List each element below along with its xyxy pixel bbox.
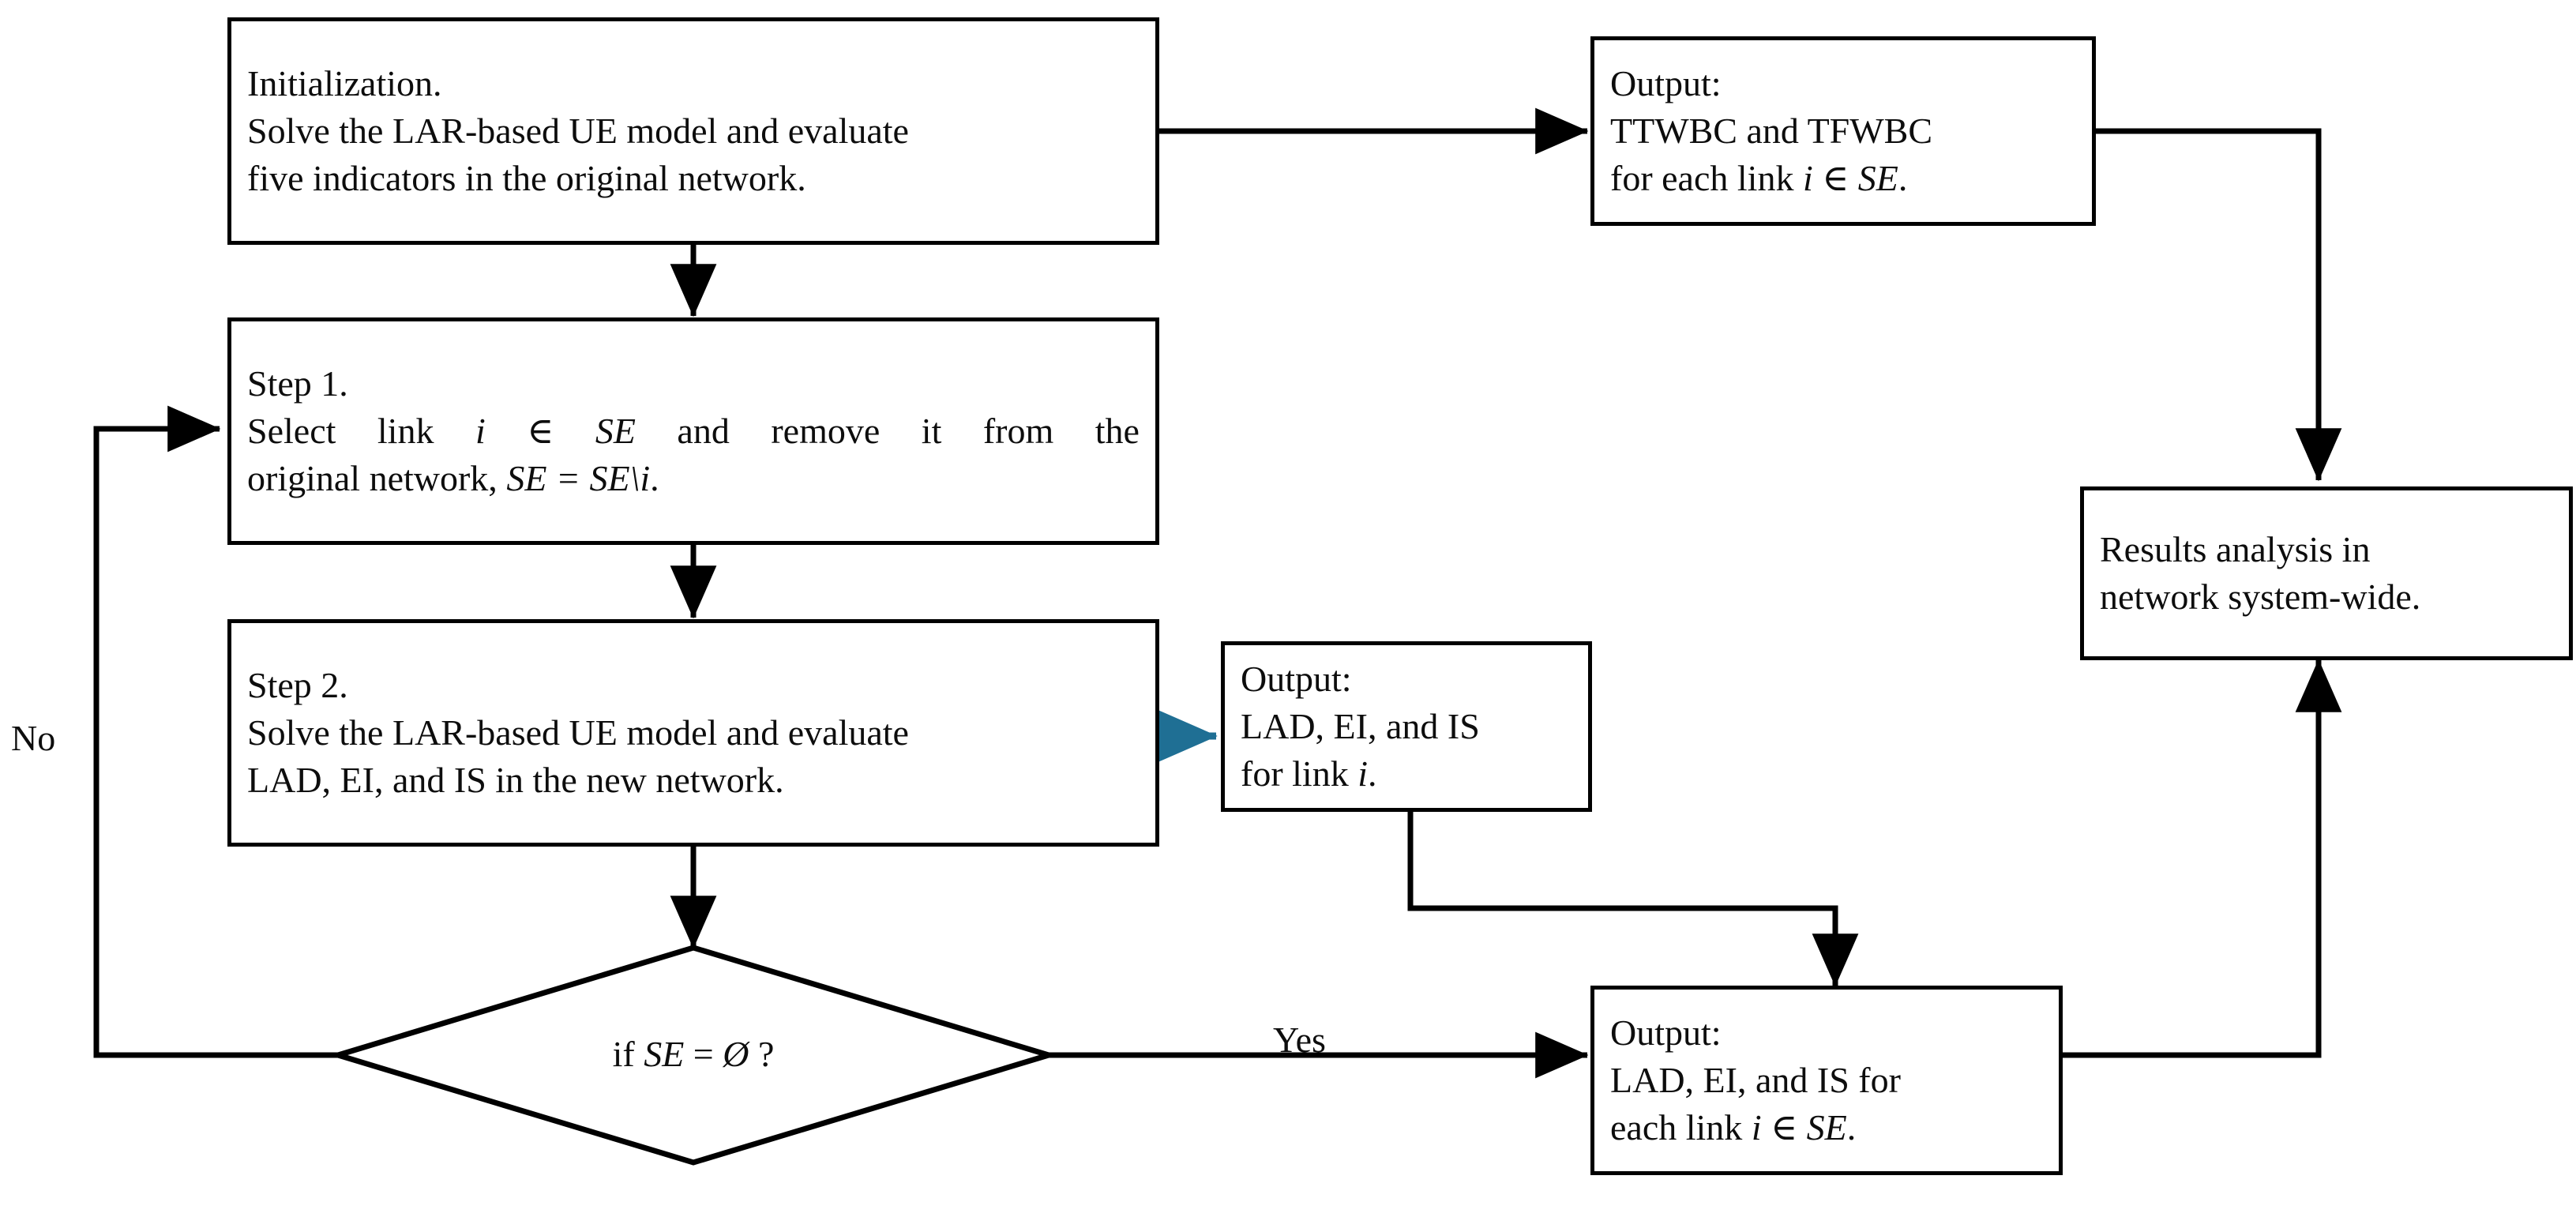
step1-l3-expr: SE = SE\i	[506, 457, 651, 498]
step1-l2-var-se: SE	[595, 411, 636, 452]
initialization-line-1: Initialization.	[247, 63, 442, 104]
output-each-link-l3-mid: ∈	[1761, 1106, 1807, 1147]
output-ttwbc-line-1: Output:	[1610, 63, 1722, 104]
initialization-line-3: five indicators in the original network.	[247, 157, 806, 198]
step2-line-2: Solve the LAR-based UE model and evaluat…	[247, 712, 909, 753]
node-output-ttwbc[interactable]: Output: TTWBC and TFWBC for each link i …	[1590, 36, 2096, 226]
output-each-link-line-2: LAD, EI, and IS for	[1610, 1060, 1901, 1101]
output-link-i-l3-var-i: i	[1357, 753, 1368, 794]
output-link-i-l3-post: .	[1367, 753, 1377, 794]
step1-line-1: Step 1.	[247, 363, 348, 404]
output-link-i-line-3: for link i.	[1225, 750, 1588, 798]
step1-l2-post: and remove it from the	[635, 411, 1140, 452]
output-ttwbc-l3-pre: for each link	[1610, 157, 1803, 198]
node-results-analysis[interactable]: Results analysis in network system-wide.	[2080, 486, 2573, 660]
output-each-link-l3-post: .	[1846, 1106, 1857, 1147]
output-ttwbc-line-3: for each link i ∈ SE.	[1594, 155, 2092, 202]
node-initialization[interactable]: Initialization. Solve the LAR-based UE m…	[227, 17, 1159, 245]
edge-output-ttwbc-to-results	[2096, 128, 2342, 482]
step1-l3-pre: original network,	[247, 457, 507, 498]
edge-label-yes: Yes	[1273, 1020, 1326, 1060]
output-each-link-l3-var-se: SE	[1806, 1106, 1847, 1147]
step2-line-1: Step 2.	[247, 665, 348, 706]
output-each-link-line-1: Output:	[1610, 1012, 1722, 1054]
initialization-line-2: Solve the LAR-based UE model and evaluat…	[247, 111, 909, 152]
step1-l2-var-i: i	[475, 411, 486, 452]
step1-l2-pre: Select link	[247, 411, 475, 452]
edge-output-link-i-to-output-each-link	[1407, 812, 1859, 987]
results-analysis-line-2: network system-wide.	[2100, 577, 2421, 617]
node-step2[interactable]: Step 2. Solve the LAR-based UE model and…	[227, 619, 1159, 847]
node-output-each-link[interactable]: Output: LAD, EI, and IS for each link i …	[1590, 986, 2063, 1175]
output-ttwbc-l3-mid: ∈	[1812, 157, 1858, 198]
step2-line-3: LAD, EI, and IS in the new network.	[247, 759, 784, 800]
output-each-link-l3-var-i: i	[1751, 1106, 1762, 1147]
decision-label-var-se: SE	[644, 1034, 685, 1074]
edge-decision-no-to-step1	[93, 405, 338, 1058]
output-link-i-line-1: Output:	[1241, 659, 1352, 700]
output-each-link-line-3: each link i ∈ SE.	[1594, 1104, 2059, 1151]
edge-label-no: No	[11, 718, 56, 758]
output-ttwbc-l3-var-se: SE	[1857, 157, 1898, 198]
results-analysis-line-1: Results analysis in	[2100, 529, 2371, 570]
decision-label-mid: =	[684, 1034, 723, 1074]
decision-diamond	[328, 945, 1059, 1166]
decision-label-post: ?	[749, 1034, 775, 1074]
output-link-i-line-2: LAD, EI, and IS	[1241, 706, 1480, 747]
step1-l3-post: .	[650, 457, 659, 498]
step1-l2-mid: ∈	[485, 411, 595, 452]
output-ttwbc-l3-var-i: i	[1802, 157, 1813, 198]
node-step1[interactable]: Step 1. Select link i ∈ SE and remove it…	[227, 317, 1159, 545]
output-ttwbc-l3-post: .	[1898, 157, 1908, 198]
output-ttwbc-line-2: TTWBC and TFWBC	[1610, 111, 1933, 152]
output-link-i-l3-pre: for link	[1241, 753, 1358, 794]
decision-label-pre: if	[612, 1034, 644, 1074]
node-output-link-i[interactable]: Output: LAD, EI, and IS for link i.	[1221, 641, 1592, 812]
step1-line-2: Select link i ∈ SE and remove it from th…	[231, 408, 1155, 455]
edge-output-each-link-to-results	[2063, 659, 2342, 1058]
output-each-link-l3-pre: each link	[1610, 1106, 1752, 1147]
step1-line-3: original network, SE = SE\i.	[231, 455, 1155, 502]
decision-label-empty-set: Ø	[723, 1034, 749, 1074]
decision-label: if SE = Ø ?	[535, 1033, 851, 1075]
